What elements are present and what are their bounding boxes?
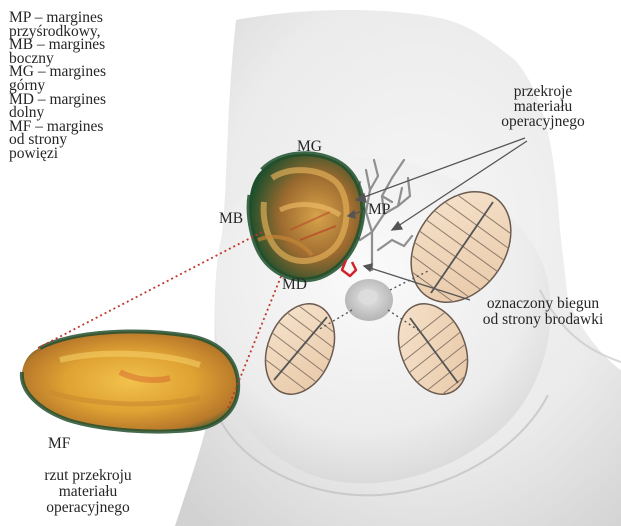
sections-line: przekroje [488, 84, 598, 99]
legend-line: powięzi [9, 147, 106, 161]
projection-line: operacyjnego [28, 500, 148, 516]
nipple-pole-line: oznaczony biegun [463, 296, 621, 312]
sections-line: materiału [488, 99, 598, 114]
projection-line: materiału [28, 484, 148, 500]
label-mb: MB [219, 212, 243, 226]
margin-legend: MP – margines przyśrodkowy, MB – margine… [9, 11, 106, 161]
projection-annotation: rzut przekroju materiału operacyjnego [28, 468, 148, 526]
nipple-pole-annotation: oznaczony biegun od strony brodawki [463, 296, 621, 328]
nipple-pole-line: od strony brodawki [463, 312, 621, 328]
label-md: MD [282, 278, 307, 292]
projection-line: rzut przekroju [28, 468, 148, 484]
label-mf: MF [48, 437, 70, 451]
projection-specimen-icon [22, 332, 238, 432]
sections-line: operacyjnego [488, 114, 598, 129]
label-mg: MG [297, 140, 322, 154]
sections-annotation: przekroje materiału operacyjnego [488, 84, 598, 129]
label-mp: MP [368, 203, 390, 217]
